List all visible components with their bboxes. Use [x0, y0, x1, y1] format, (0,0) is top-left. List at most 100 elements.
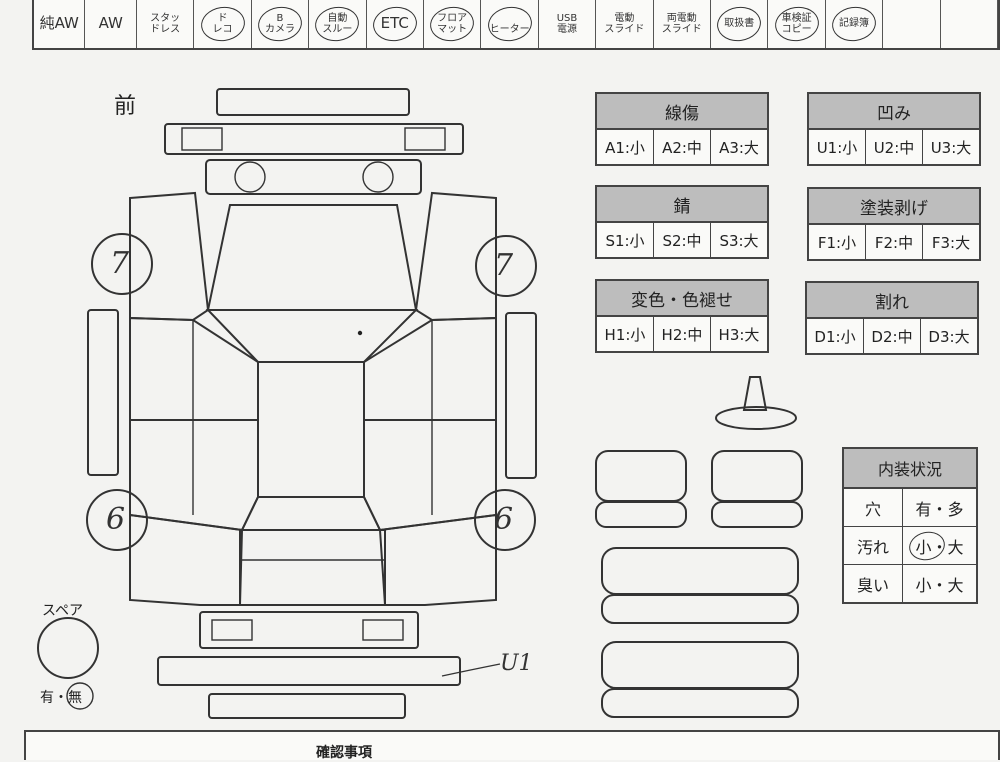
legend-cell: D1:小 [807, 319, 864, 353]
legend-cell: D2:中 [864, 319, 921, 353]
vehicle-diagram [37, 88, 537, 719]
side-sill-right [505, 312, 537, 479]
equipment-label: 記録簿 [839, 18, 870, 30]
door-left-front [129, 316, 259, 421]
equipment-item [883, 0, 941, 48]
interior-row-value: 小・大 [915, 575, 964, 595]
equipment-label: ヒーター [489, 24, 530, 35]
legend-title: 錆 [597, 187, 767, 223]
spare-tire-circle [37, 617, 99, 679]
equipment-circle-mark [772, 4, 821, 44]
legend-paint-peel: 塗装剥げ F1:小 F2:中 F3:大 [807, 187, 981, 261]
grille [205, 159, 422, 195]
legend-cell: A3:大 [719, 138, 759, 157]
roof [257, 361, 365, 498]
legend-cell: H2:中 [654, 317, 711, 351]
interior-row: 臭い 小・大 [844, 565, 976, 602]
hood [206, 204, 418, 311]
legend-cell: S2:中 [654, 223, 711, 257]
fog-light-right [404, 127, 446, 151]
equipment-item: B カメラ [252, 0, 310, 48]
legend-cell: F1:小 [809, 225, 866, 259]
rear-bumper [157, 656, 461, 686]
legend-dent: 凹み U1:小 U2:中 U3:大 [807, 92, 981, 166]
interior-row-label: 臭い [844, 565, 903, 602]
equipment-item: 純AW [34, 0, 86, 48]
legend-title: 凹み [809, 94, 979, 130]
equipment-label: B カメラ [264, 12, 295, 36]
rear-panel [199, 611, 419, 649]
legend-cell: A1:小 [597, 130, 654, 164]
equipment-label: ド レコ [212, 12, 233, 36]
legend-cell: U3:大 [930, 138, 972, 157]
seat-second-row [601, 547, 799, 595]
equipment-label: スタッ ドレス [150, 12, 181, 36]
interior-title: 内装状況 [844, 449, 976, 489]
tire-rear-right [474, 489, 536, 551]
legend-cell: H3:大 [718, 325, 760, 344]
interior-diagram [595, 376, 803, 718]
windshield [205, 309, 419, 363]
seat-third-row [601, 641, 799, 689]
equipment-label: 車検証 コピー [781, 12, 812, 36]
tailgate [239, 529, 386, 606]
equipment-circle-mark [829, 4, 879, 44]
equipment-item: AW [85, 0, 137, 48]
legend-title: 塗装剥げ [809, 189, 979, 225]
tire-rear-right-value: 6 [494, 502, 514, 537]
legend-cell: U2:中 [866, 130, 923, 164]
spare-selection-mark [66, 682, 94, 710]
legend-cell: A2:中 [654, 130, 711, 164]
interior-row-value: 小・大 [903, 527, 976, 564]
equipment-label: 両電動 スライド [661, 12, 702, 36]
fog-light-left [181, 127, 223, 151]
legend-title: 割れ [807, 283, 977, 319]
equipment-label: フロア マット [437, 12, 468, 36]
interior-row: 汚れ 小・大 [844, 527, 976, 565]
legend-cell: F2:中 [866, 225, 923, 259]
damage-dot [357, 330, 363, 336]
quarter-right-rear [378, 513, 497, 606]
spare-label: スペア [42, 603, 84, 619]
tire-front-right-value: 7 [494, 248, 514, 283]
legend-cell: H1:小 [597, 317, 654, 351]
legend-cell: S1:小 [597, 223, 654, 257]
equipment-item: ETC [367, 0, 424, 48]
steering-wheel-icon [715, 406, 797, 430]
rear-window [240, 496, 382, 531]
headlight-left [234, 161, 266, 193]
equipment-item: 自動 スルー [309, 0, 367, 48]
equipment-item: フロア マット [424, 0, 482, 48]
equipment-label: 取扱書 [724, 18, 755, 30]
spare-options: 有・無 [40, 690, 82, 706]
equipment-label: USB 電源 [556, 12, 578, 36]
legend-title: 変色・色褪せ [597, 281, 767, 317]
front-bumper [164, 123, 464, 155]
tire-front-left-value: 7 [110, 246, 130, 281]
steering-column [742, 376, 768, 411]
equipment-label: 純AW [39, 14, 79, 33]
legend-crack: 割れ D1:小 D2:中 D3:大 [805, 281, 979, 355]
legend-cell: U1:小 [809, 130, 866, 164]
door-left-rear [129, 419, 259, 532]
side-sill-left [87, 309, 119, 476]
equipment-item: 両電動 スライド [654, 0, 711, 48]
rear-bumper-damage-code: U1 [500, 651, 533, 676]
notes-box: 確認事項 [24, 730, 1000, 761]
equipment-label: AW [98, 14, 123, 33]
interior-row: 穴 有・多 [844, 489, 976, 527]
equipment-item: 車検証 コピー [768, 0, 826, 48]
door-right-rear [363, 419, 497, 532]
tire-rear-left-value: 6 [106, 502, 126, 537]
legend-cell: D3:大 [928, 327, 970, 346]
rear-light-right [362, 619, 404, 641]
interior-condition-table: 内装状況 穴 有・多 汚れ 小・大 臭い 小・大 [842, 447, 978, 604]
tire-front-left [91, 233, 153, 295]
annotation-line [441, 663, 501, 677]
door-right-front [363, 316, 497, 421]
equipment-item: 取扱書 [711, 0, 769, 48]
fender-right-front [414, 191, 497, 322]
tire-rear-left [86, 489, 148, 551]
seat-front-right [711, 450, 803, 502]
